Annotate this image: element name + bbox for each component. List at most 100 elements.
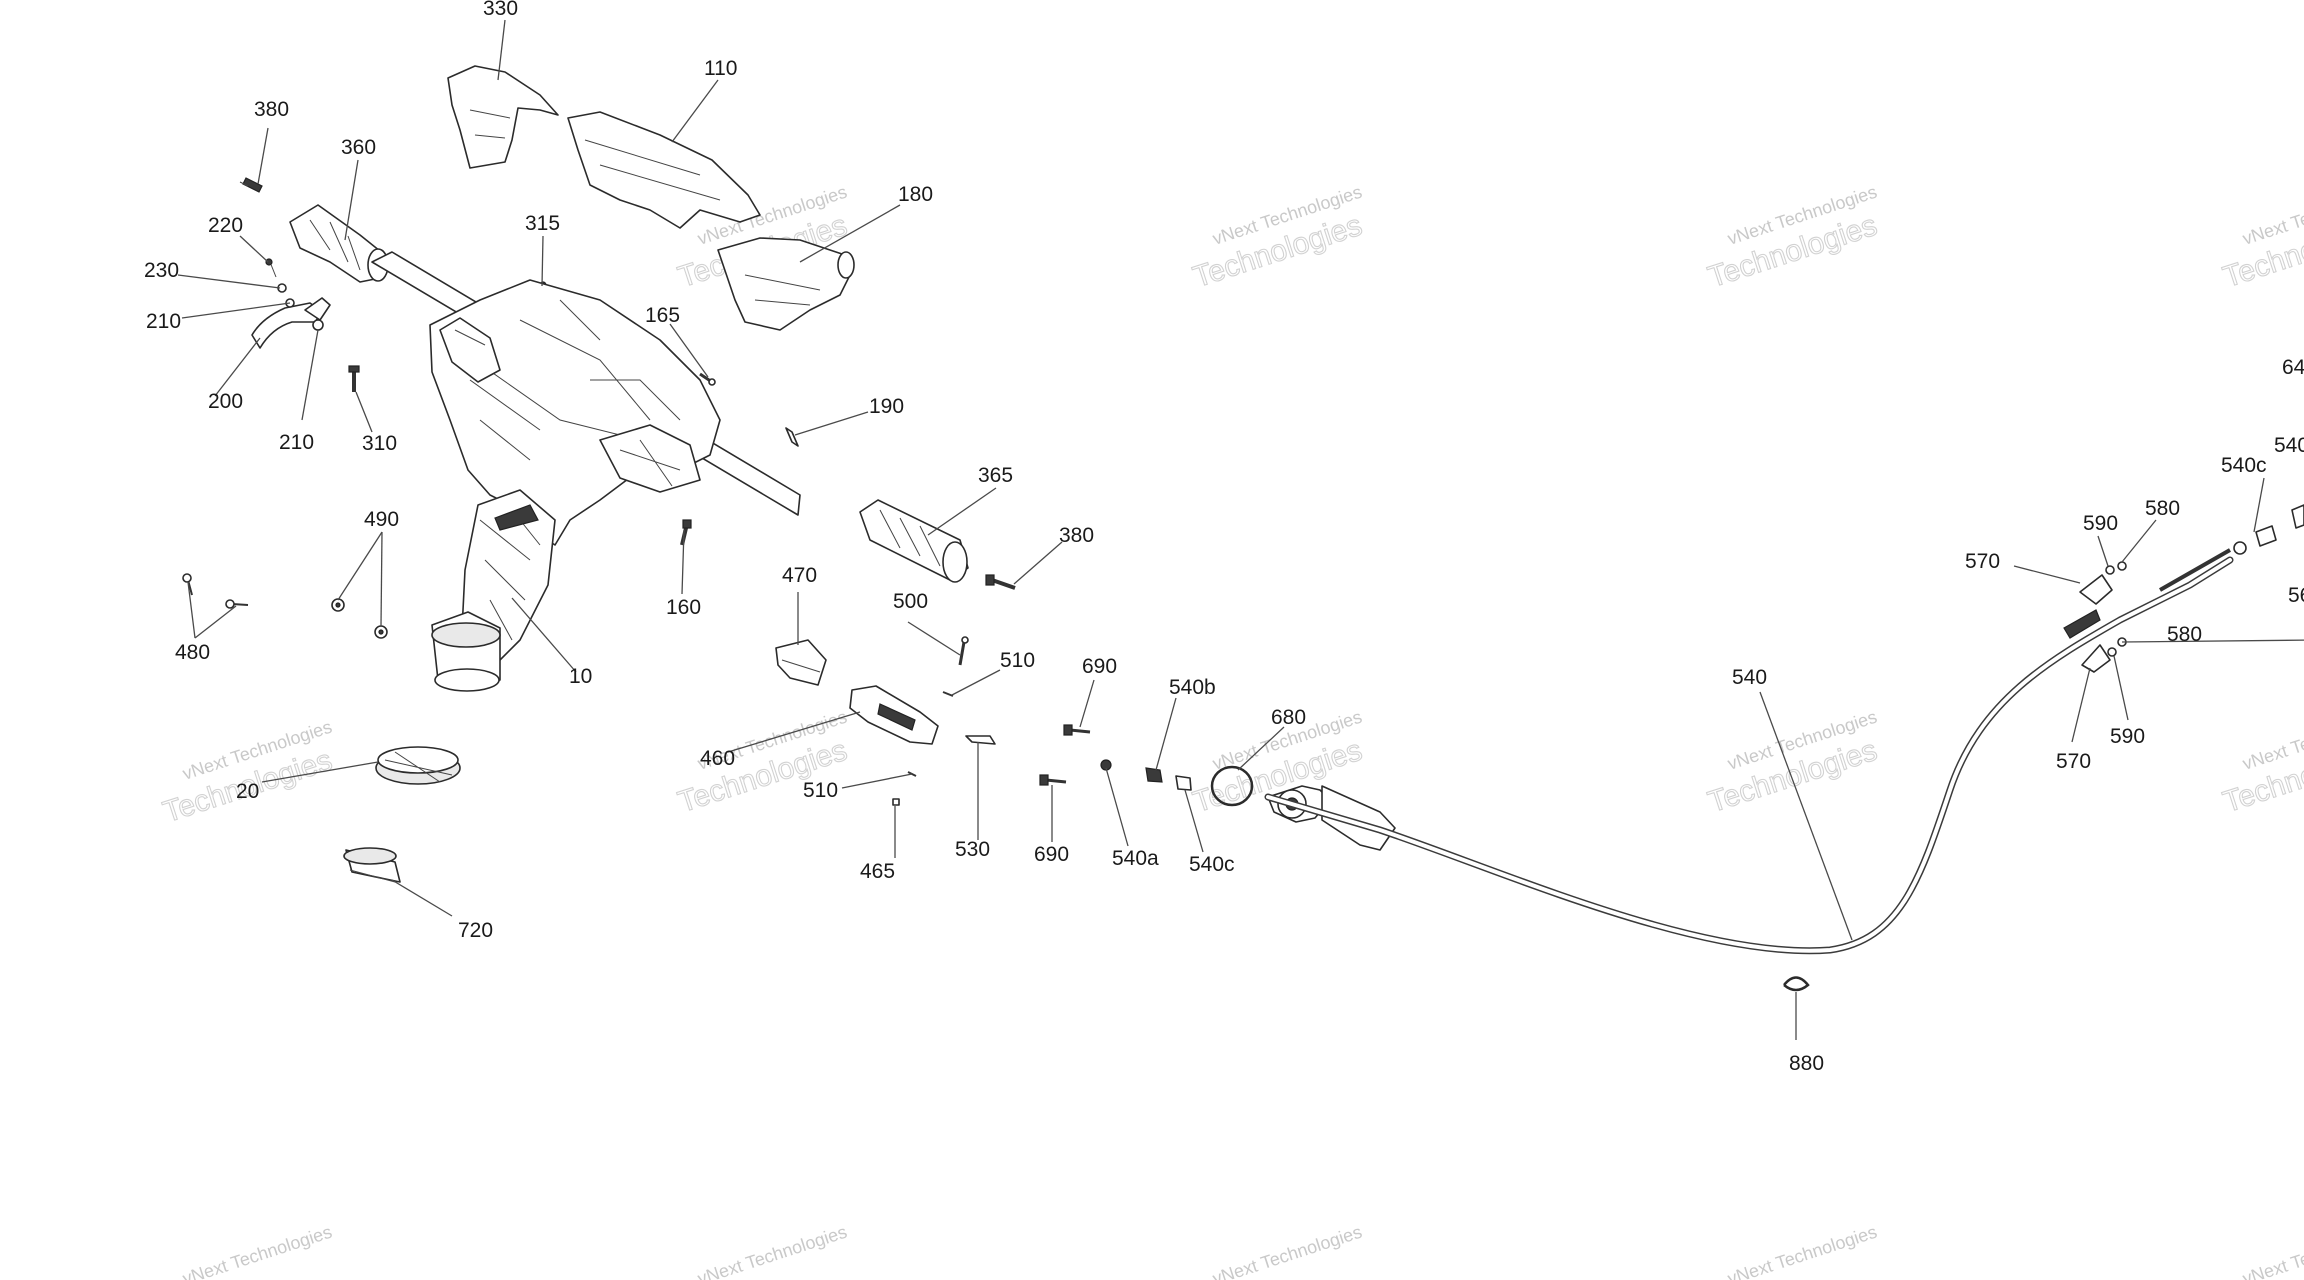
part-380-screw — [985, 574, 1016, 590]
part-310-screw — [348, 365, 360, 392]
watermark: vNext Technologies Technologies — [2219, 707, 2304, 820]
callout-label: 180 — [898, 183, 933, 206]
callout-labels: 330 110 380 360 180 220 230 210 200 210 … — [144, 0, 2304, 1075]
part-20-ring — [375, 746, 461, 785]
part-380-screw — [239, 177, 263, 193]
part-530-bracket — [965, 735, 996, 745]
callout-label: 20 — [236, 780, 259, 803]
callout-label: 490 — [364, 508, 399, 531]
callout-label: 460 — [700, 747, 735, 770]
part-480-bolt — [182, 573, 193, 596]
part-490-washer — [331, 598, 345, 612]
callout-label: 580 — [2167, 623, 2202, 646]
part-540b-ferrule — [1145, 767, 1163, 783]
callout-label: 690 — [1082, 655, 1117, 678]
part-490-washer — [374, 625, 388, 639]
callout-label: 165 — [645, 304, 680, 327]
part-540-throttle-cable — [1264, 548, 2234, 955]
watermark-text: vNext Technologies — [1210, 1222, 1364, 1280]
part-465-pin — [892, 798, 900, 806]
part-200-lever — [251, 297, 331, 349]
part-690-screw — [1039, 774, 1067, 786]
part-480-bolt — [225, 599, 249, 609]
watermark: vNext Technologies Technologies — [674, 707, 852, 820]
callout-label: 510 — [1000, 649, 1035, 672]
watermark: vNext Technologies — [180, 1222, 334, 1280]
part-570-bracket — [2079, 574, 2113, 605]
part-540c-ferrule — [2233, 525, 2277, 555]
part-165-screw — [699, 372, 716, 386]
callout-label: 365 — [978, 464, 1013, 487]
callout-label: 540c — [1189, 853, 1235, 876]
part-680-o-ring — [1210, 765, 1254, 807]
callout-label: 540a — [1112, 847, 1159, 870]
callout-label: 540 — [2274, 434, 2304, 457]
part-690-screw — [1063, 724, 1091, 736]
part-580-nut — [2117, 561, 2127, 571]
part-460-housing — [849, 685, 939, 745]
part-590-washer — [2107, 647, 2117, 657]
callout-label: 10 — [569, 665, 592, 688]
part-540c-ferrule — [1175, 775, 1192, 791]
part-540-fitting-partial — [2291, 504, 2304, 529]
part-220-screw — [265, 258, 277, 278]
callout-label: 720 — [458, 919, 493, 942]
callout-label: 500 — [893, 590, 928, 613]
callout-label: 310 — [362, 432, 397, 455]
callout-label: 330 — [483, 0, 518, 20]
part-360-grip — [289, 204, 389, 283]
callout-label: 540c — [2221, 454, 2267, 477]
part-590-washer — [2105, 565, 2115, 575]
callout-label: 590 — [2110, 725, 2145, 748]
watermark: vNext Technologies Technologies — [2219, 182, 2304, 295]
callout-label: 210 — [146, 310, 181, 333]
part-180-cover — [717, 237, 855, 331]
part-365-grip — [859, 499, 969, 583]
callout-label: 690 — [1034, 843, 1069, 866]
callout-label: 110 — [704, 57, 737, 80]
callout-label: 210 — [279, 431, 314, 454]
callout-label: 56 — [2288, 584, 2304, 607]
watermark-text: vNext Technologies — [1725, 1222, 1879, 1280]
callout-label: 220 — [208, 214, 243, 237]
part-500-pin — [958, 636, 969, 666]
part-880-clip — [1783, 976, 1810, 992]
part-470-bracket — [775, 639, 827, 686]
callout-label: 360 — [341, 136, 376, 159]
callout-label: 680 — [1271, 706, 1306, 729]
part-210-bushing — [312, 319, 324, 331]
callout-label: 380 — [254, 98, 289, 121]
watermark-text: vNext Technologies — [695, 1222, 849, 1280]
watermark-text: vNext Technologies — [180, 1222, 334, 1280]
callout-label: 380 — [1059, 524, 1094, 547]
callout-label: 200 — [208, 390, 243, 413]
callout-label: 470 — [782, 564, 817, 587]
part-10-steering-column — [371, 251, 801, 692]
watermark: vNext Technologies — [1725, 1222, 1879, 1280]
callout-label: 160 — [666, 596, 701, 619]
callout-label: 540 — [1732, 666, 1767, 689]
watermark: vNext Technologies — [695, 1222, 849, 1280]
callout-label: 580 — [2145, 497, 2180, 520]
part-110-cover — [567, 111, 761, 229]
watermark: vNext Technologies Technologies — [1704, 707, 1882, 820]
watermark: vNext Technologies Technologies — [1189, 182, 1367, 295]
part-720-sleeve — [343, 847, 401, 883]
watermark-text: vNext Technologies — [2240, 1222, 2304, 1280]
part-570-bracket — [2081, 644, 2111, 673]
callout-label: 190 — [869, 395, 904, 418]
part-330-hand-guard — [447, 65, 559, 169]
watermark: vNext Technologies — [2240, 1222, 2304, 1280]
part-190-clip — [785, 427, 799, 447]
callout-label: 570 — [2056, 750, 2091, 773]
callout-label: 880 — [1789, 1052, 1824, 1075]
callout-label: 530 — [955, 838, 990, 861]
callout-label: 480 — [175, 641, 210, 664]
watermark: vNext Technologies Technologies — [1704, 182, 1882, 295]
callout-label: 510 — [803, 779, 838, 802]
callout-label: 64 — [2282, 356, 2304, 379]
watermark: vNext Technologies — [1210, 1222, 1364, 1280]
callout-label: 465 — [860, 860, 895, 883]
